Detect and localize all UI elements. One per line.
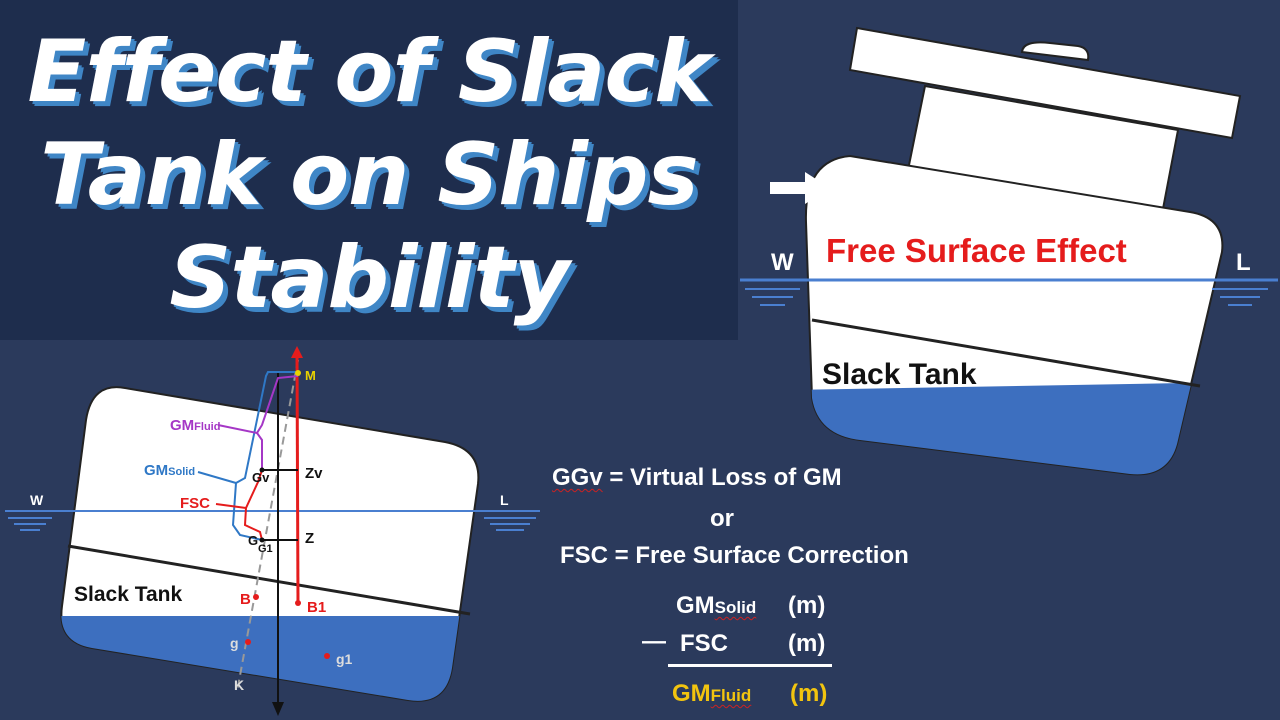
label-g1: G1: [258, 543, 273, 555]
water-ripple-left: [8, 517, 52, 531]
label-gm-solid: GMSolid: [144, 462, 195, 479]
funnel-top: [1020, 41, 1090, 62]
deck-plate: [848, 26, 1242, 140]
free-surface-effect-label: Free Surface Effect: [826, 232, 1127, 269]
gm-solid-term: GMSolid: [676, 592, 757, 619]
gm-fluid-term: GMFluid: [672, 680, 752, 707]
tank-top-line: [811, 318, 1201, 388]
ggv-symbol: GGv: [552, 464, 603, 491]
fsc-bracket: [243, 469, 263, 541]
gm-solid-bracket: [231, 371, 298, 541]
label-b: B: [240, 591, 251, 608]
arrow-icon: [770, 172, 830, 204]
label-fsc: FSC: [180, 495, 210, 512]
label-g1-small: g1: [336, 651, 353, 667]
point-g: [259, 537, 265, 543]
arrow-down-icon: [272, 702, 284, 716]
label-gv: Gv: [252, 470, 270, 485]
title-line-2: Tank on Ships: [40, 125, 699, 225]
right-slack-tank-label: Slack Tank: [822, 358, 977, 391]
label-g-small: g: [230, 635, 239, 651]
arrow-up-icon: [291, 346, 303, 358]
left-w-label: W: [30, 492, 44, 508]
gm-fluid-unit: (m): [790, 680, 828, 707]
right-ship-diagram: Free Surface Effect W L Slack Tank: [740, 26, 1278, 476]
point-b1: [295, 600, 301, 606]
centreline-dashed: [236, 359, 299, 693]
fsc-unit: (m): [788, 630, 826, 657]
buoyancy-line: [295, 353, 300, 605]
left-slack-tank-label: Slack Tank: [74, 583, 182, 606]
label-z: Z: [305, 530, 314, 547]
gm-solid-unit: (m): [788, 592, 826, 619]
water-ripple-right: [1212, 288, 1268, 306]
fsc-row: FSC = Free Surface Correction: [560, 542, 909, 570]
tank-liquid: [61, 616, 479, 701]
title-line-1: Effect of Slack: [27, 22, 712, 122]
water-ripple-left: [745, 288, 800, 306]
tank-top-line: [67, 544, 471, 616]
label-gm-fluid: GMFluid: [170, 417, 220, 434]
right-w-label: W: [771, 249, 794, 276]
right-l-label: L: [1236, 249, 1251, 276]
fsc-term: FSC: [680, 630, 728, 657]
point-gv: [259, 467, 265, 473]
label-b1: B1: [307, 599, 326, 616]
point-g1-small: [324, 653, 330, 659]
gm-fluid-bracket: [255, 375, 299, 470]
left-ship-diagram: M Zv Gv Z G G1 B B1 g g1 K W L Slack Tan…: [5, 346, 540, 716]
minus-sign: —: [642, 628, 666, 655]
tank-liquid: [805, 382, 1223, 475]
label-zv: Zv: [305, 465, 323, 482]
fsc-symbol: FSC: [560, 542, 608, 569]
label-k: K: [234, 677, 244, 693]
point-m: [295, 370, 301, 376]
sum-line: [668, 664, 832, 667]
label-g: G: [248, 533, 258, 548]
or-text: or: [710, 505, 734, 532]
title-panel: Effect of Slack Tank on Ships Stability: [0, 0, 738, 340]
ggv-row: GGv = Virtual Loss of GM: [552, 464, 842, 492]
point-g-small: [245, 639, 251, 645]
point-b: [253, 594, 259, 600]
label-m: M: [305, 368, 316, 383]
fsc-definition: = Free Surface Correction: [614, 542, 909, 569]
title-line-3: Stability: [169, 228, 569, 328]
ggv-definition: = Virtual Loss of GM: [609, 464, 842, 491]
water-ripple-right: [484, 517, 536, 531]
left-l-label: L: [500, 492, 509, 508]
